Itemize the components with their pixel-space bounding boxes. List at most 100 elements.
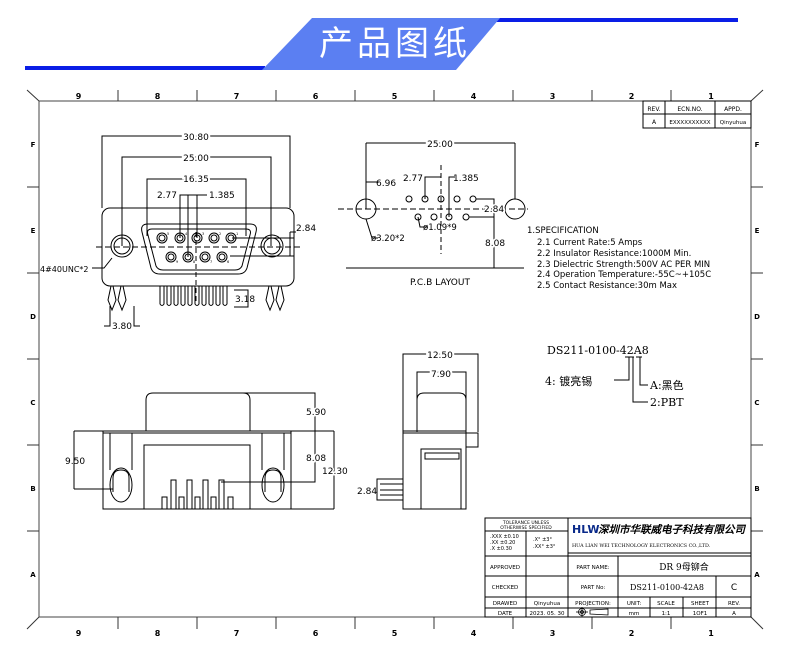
dim-pin-length: 3.18 bbox=[235, 295, 255, 305]
pin-number: 4 bbox=[185, 232, 188, 236]
page-banner: 产品图纸 bbox=[0, 0, 790, 80]
pcb-dim-mount-hole: ø3.20*2 bbox=[371, 234, 405, 244]
column-label: 7 bbox=[234, 629, 240, 638]
dim-boardlock: 3.80 bbox=[112, 322, 132, 332]
front-view bbox=[92, 135, 300, 327]
revision-table bbox=[642, 100, 752, 129]
row-label: E bbox=[755, 227, 760, 235]
company-logo: HLW bbox=[572, 523, 600, 536]
label-date: DATE bbox=[498, 611, 513, 617]
label-part-no: PART No: bbox=[581, 585, 606, 591]
pcb-dim-pitch: 2.77 bbox=[403, 174, 423, 184]
projection-symbol-icon bbox=[576, 607, 609, 617]
side-view bbox=[376, 353, 479, 510]
ecn-value: EXXXXXXXXXX bbox=[669, 120, 710, 126]
banner-graphic bbox=[25, 18, 738, 70]
banner-title: 产品图纸 bbox=[319, 24, 471, 64]
spec-item: 2.3 Dielectric Strength:500V AC PER MIN bbox=[537, 260, 710, 270]
banner-parallelogram bbox=[262, 18, 500, 70]
label-checked: CHECKED bbox=[492, 585, 519, 591]
row-label: E bbox=[31, 227, 36, 235]
column-label: 5 bbox=[392, 92, 398, 101]
rev-header: REV. bbox=[647, 106, 660, 113]
dim-height-to-pin: 9.50 bbox=[65, 457, 85, 467]
row-label: C bbox=[754, 399, 759, 407]
row-label: B bbox=[754, 485, 759, 493]
column-label: 4 bbox=[471, 92, 477, 101]
company-name-cn: 深圳市华联威电子科技有限公司 bbox=[598, 523, 746, 536]
dim-overall-width: 30.80 bbox=[183, 133, 209, 143]
row-label: D bbox=[30, 313, 36, 321]
column-label: 3 bbox=[550, 629, 556, 638]
dim-shell-width: 16.35 bbox=[183, 175, 209, 185]
pcb-layout bbox=[338, 142, 528, 269]
column-label: 9 bbox=[76, 92, 82, 101]
row-label: D bbox=[754, 313, 760, 321]
row-label: A bbox=[754, 571, 760, 579]
value-part-name: DR 9母铆合 bbox=[659, 561, 709, 573]
dim-half-pitch: 1.385 bbox=[209, 191, 235, 201]
tolerance: .X ±0.30 bbox=[490, 546, 512, 552]
column-label: 5 bbox=[392, 629, 398, 638]
appd-header: APPD. bbox=[724, 106, 742, 113]
spec-item: 2.1 Current Rate:5 Amps bbox=[537, 238, 643, 248]
column-label: 7 bbox=[234, 92, 240, 101]
tolerance-header: OTHERWISE SPECIFIED bbox=[500, 525, 552, 531]
label-scale: SCALE bbox=[657, 601, 675, 607]
pcb-dim-hole-spacing: 25.00 bbox=[427, 140, 453, 150]
column-label: 2 bbox=[629, 92, 635, 101]
column-label: 2 bbox=[629, 629, 635, 638]
part-code: DS211-0100-42A8 bbox=[547, 344, 649, 357]
label-sheet: SHEET bbox=[691, 601, 710, 607]
dim-thread: 4#40UNC*2 bbox=[40, 265, 89, 274]
pin-number: 1 bbox=[236, 232, 238, 236]
pcb-dim-row-offset: 2.84 bbox=[484, 205, 504, 215]
part-code-leaders bbox=[614, 356, 648, 403]
dim-overall-depth: 12.50 bbox=[427, 351, 453, 361]
pcb-dim-depth: 8.08 bbox=[485, 239, 505, 249]
pcb-dim-pin-hole: ø1.09*9 bbox=[423, 223, 457, 233]
dim-total-height: 12.30 bbox=[322, 467, 348, 477]
ecn-header: ECN.NO. bbox=[677, 106, 702, 113]
pin-number: 5 bbox=[167, 232, 169, 236]
pin-number: 7 bbox=[210, 260, 212, 264]
tolerance: .XXX ±0.10 bbox=[490, 534, 519, 540]
row-label: F bbox=[31, 141, 36, 149]
spec-item: 2.5 Contact Resistance:30m Max bbox=[537, 281, 677, 291]
dim-shroud-depth: 7.90 bbox=[431, 370, 451, 380]
appd-value: Qinyuhua bbox=[720, 120, 746, 126]
value-part-no: DS211-0100-42A8 bbox=[630, 583, 704, 592]
column-label: 6 bbox=[313, 92, 319, 101]
angle-tolerance: .X° ±3° bbox=[533, 537, 552, 543]
legend-color: A:黑色 bbox=[649, 378, 684, 392]
legend-material: 2:PBT bbox=[650, 396, 684, 409]
dim-pitch: 2.77 bbox=[157, 191, 177, 201]
row-label: B bbox=[30, 485, 35, 493]
pin-number: 9 bbox=[176, 260, 178, 264]
legend-plating: 4: 镀亮锡 bbox=[545, 374, 592, 388]
label-rev: REV. bbox=[728, 601, 740, 607]
row-label: A bbox=[30, 571, 36, 579]
pcb-dim-half-pitch: 1.385 bbox=[453, 174, 479, 184]
row-label: C bbox=[30, 399, 35, 407]
tolerance-header: TOLERANCE UNLESS bbox=[502, 520, 549, 526]
company-name-en: HUA LIAN WEI TECHNOLOGY ELECTRONICS CO.,… bbox=[572, 543, 711, 549]
dim-pin-height: 8.08 bbox=[306, 454, 326, 464]
value-sheet: 1OF1 bbox=[693, 611, 708, 617]
bottom-view bbox=[73, 392, 335, 510]
column-label: 1 bbox=[708, 92, 714, 101]
value-date: 2023. 05. 30 bbox=[530, 611, 565, 617]
pcb-dim-edge: 6.96 bbox=[376, 179, 396, 189]
label-approved: APPROVED bbox=[490, 565, 520, 571]
column-label: 6 bbox=[313, 629, 319, 638]
dim-shroud-height: 5.90 bbox=[306, 408, 326, 418]
dim-mount-spacing: 25.00 bbox=[183, 154, 209, 164]
tolerance: .XX ±0.20 bbox=[490, 540, 515, 546]
spec-title: 1.SPECIFICATION bbox=[527, 226, 599, 236]
label-drawed: DRAWED bbox=[493, 601, 517, 607]
angle-tolerance: .XX° ±3° bbox=[533, 544, 556, 550]
